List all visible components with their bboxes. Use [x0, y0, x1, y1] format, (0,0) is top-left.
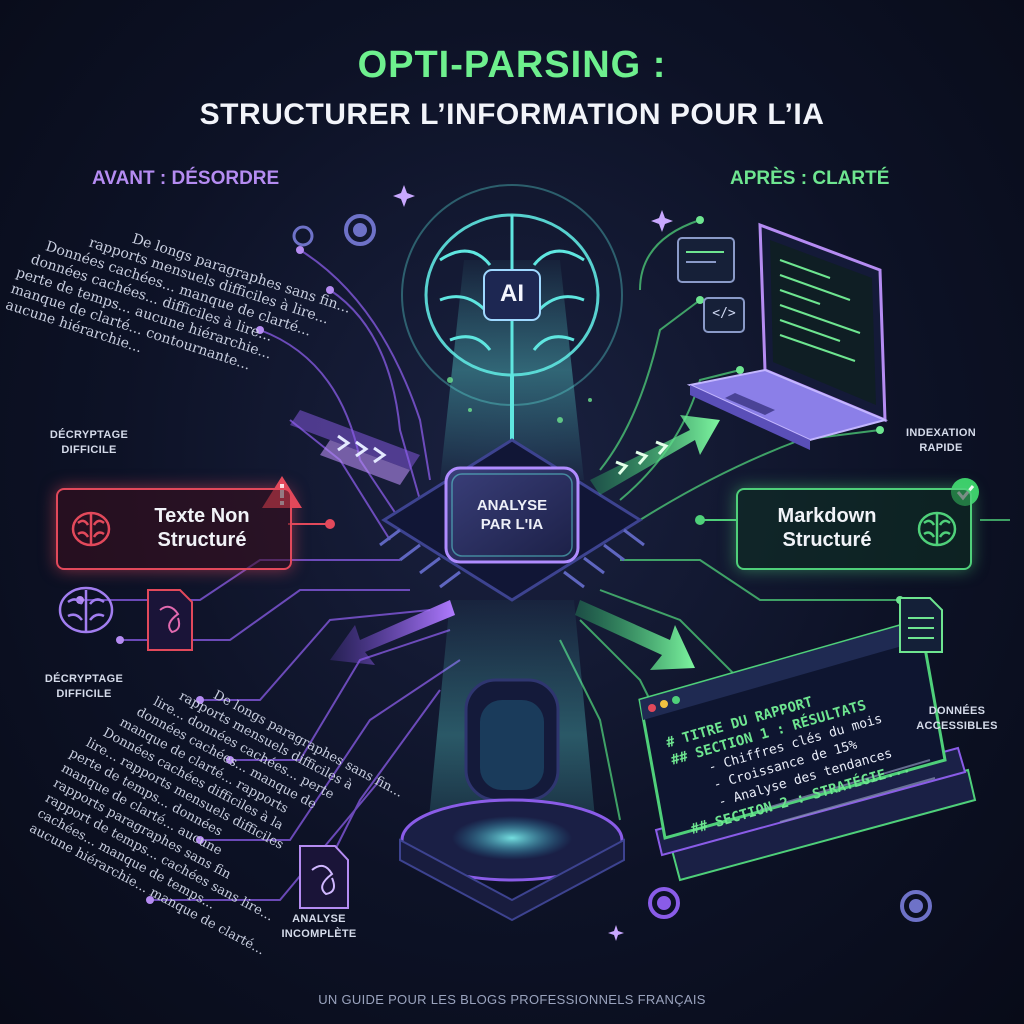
- chip-label-line: PAR L'IA: [480, 516, 544, 533]
- brain-icon: [71, 511, 111, 547]
- markdown-document: [638, 618, 977, 882]
- label-line: DÉCRYPTAGE: [44, 673, 124, 685]
- label-decrypt-top: DÉCRYPTAGE DIFFICILE: [34, 428, 144, 458]
- after-section-title: APRÈS : CLARTÉ: [730, 168, 890, 189]
- laptop-icon: [686, 222, 889, 450]
- label-line: DIFFICILE: [56, 688, 112, 700]
- sparkle-icon: [393, 185, 673, 941]
- label-line: INCOMPLÈTE: [281, 928, 357, 940]
- output-arrow-down: [575, 600, 695, 670]
- gear-icon: [648, 887, 680, 919]
- label-line: RAPIDE: [919, 442, 963, 454]
- brain-icon: [58, 586, 114, 634]
- ai-processor-chip: [379, 438, 645, 602]
- ai-badge: AI: [500, 280, 524, 307]
- unstructured-text-box: Texte Non Structuré: [56, 488, 292, 570]
- gear-icon: [900, 890, 932, 922]
- before-section-title: AVANT : DÉSORDRE: [92, 168, 280, 189]
- input-arrow: [290, 410, 420, 485]
- label-accessible: DONNÉES ACCESSIBLES: [902, 704, 1012, 734]
- code-window-icon: [677, 237, 745, 333]
- label-incomplete: ANALYSE INCOMPLÈTE: [264, 912, 374, 942]
- label-indexation: INDEXATION RAPIDE: [886, 426, 996, 456]
- chaotic-document-icon: [299, 845, 349, 909]
- box-label-line-2: Structuré: [157, 529, 247, 551]
- label-line: INDEXATION: [905, 427, 977, 439]
- label-line: DIFFICILE: [61, 444, 117, 456]
- chip-label-line: ANALYSE: [476, 497, 548, 514]
- gear-icon: [344, 214, 376, 246]
- structured-markdown-box: Markdown Structuré: [736, 488, 972, 570]
- brain-icon: [917, 511, 957, 547]
- label-line: ACCESSIBLES: [916, 720, 998, 732]
- footer-text: UN GUIDE POUR LES BLOGS PROFESSIONNELS F…: [318, 992, 706, 1007]
- chip-label: ANALYSE PAR L'IA: [446, 496, 578, 534]
- label-line: DONNÉES: [928, 705, 986, 717]
- chaotic-document-icon: [147, 589, 193, 651]
- box-label-line-1: Texte Non: [154, 505, 250, 527]
- output-arrow-up: [590, 415, 720, 495]
- reject-arrow: [330, 600, 455, 665]
- label-line: DÉCRYPTAGE: [49, 429, 129, 441]
- box-label-line-1: Markdown: [777, 505, 877, 527]
- main-title: OPTI-PARSING :: [357, 44, 667, 86]
- code-tag-icon: </>: [712, 306, 736, 321]
- document-icon: [899, 597, 943, 653]
- label-decrypt-bottom: DÉCRYPTAGE DIFFICILE: [24, 672, 144, 702]
- gear-icon: [292, 225, 314, 247]
- box-label-line-2: Structuré: [782, 529, 872, 551]
- main-subtitle: STRUCTURER L’INFORMATION POUR L’IA: [199, 98, 825, 131]
- label-line: ANALYSE: [292, 913, 346, 925]
